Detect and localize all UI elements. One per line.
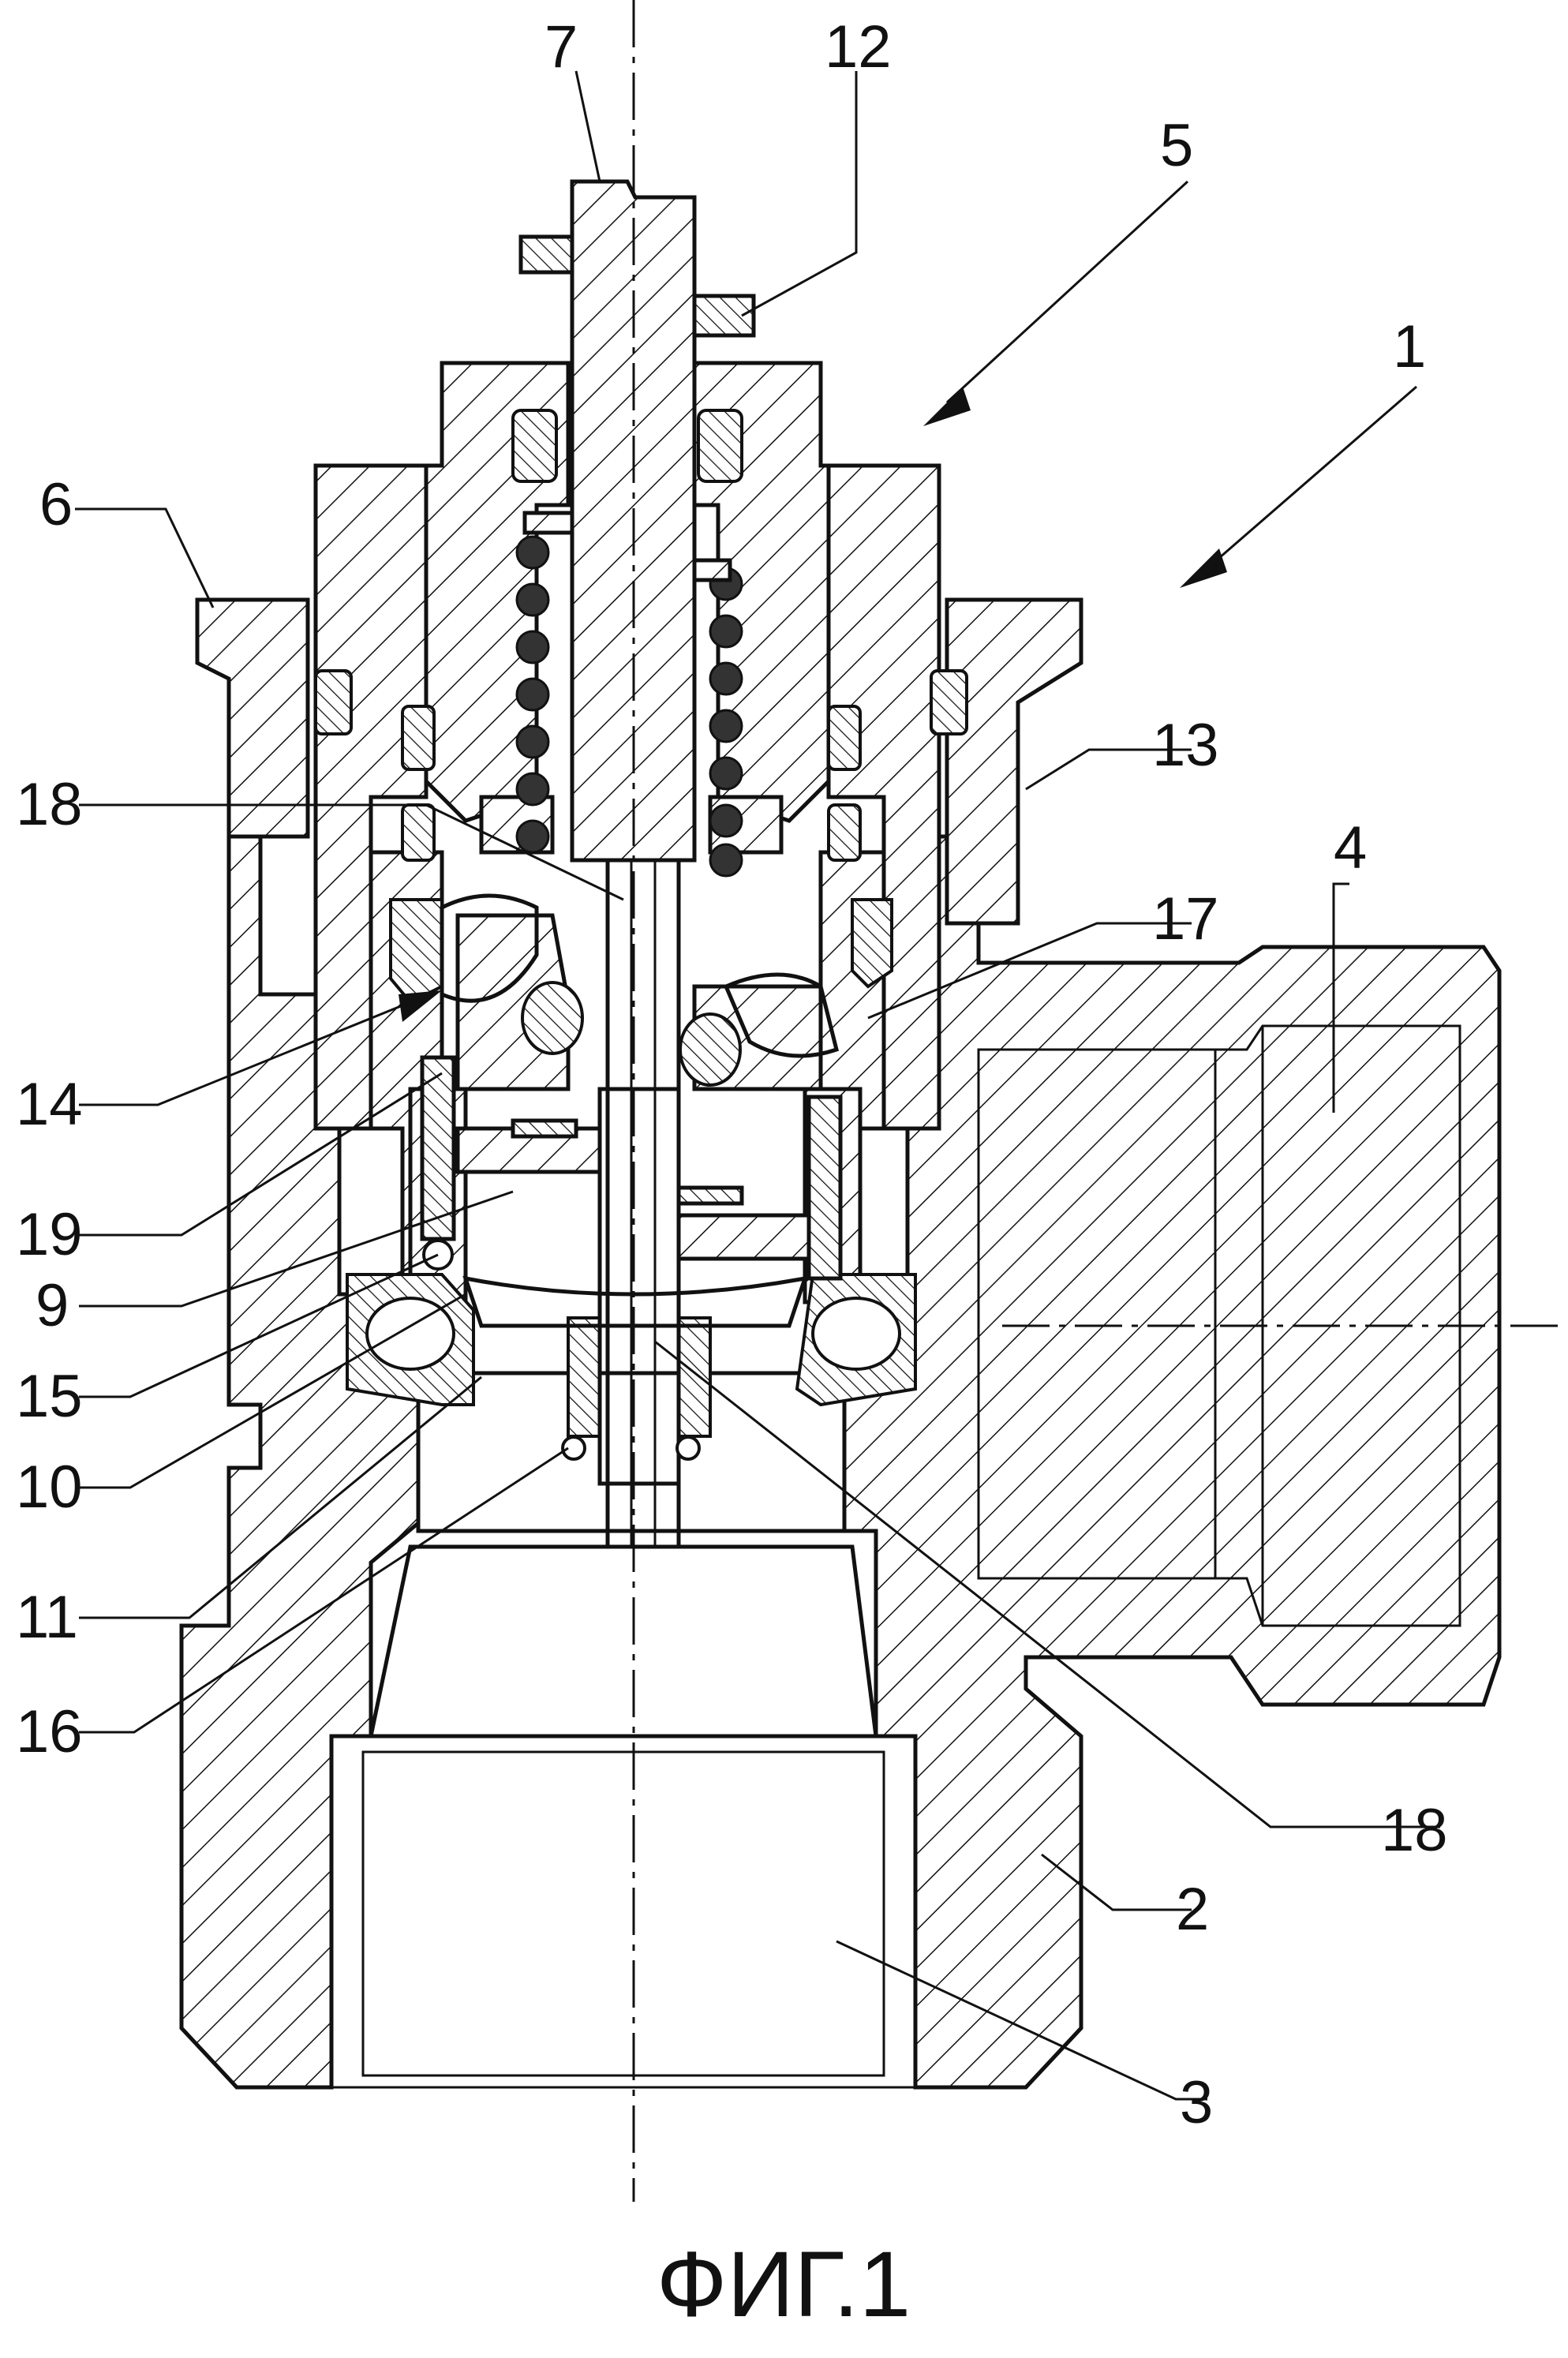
compression-spring [515,511,743,878]
seal-body-left-3 [401,803,436,862]
callout-4: 4 [1334,814,1367,881]
callout-18-bottom: 18 [1381,1797,1448,1864]
callout-14: 14 [16,1071,83,1138]
callout-16: 16 [16,1698,83,1765]
leader-1-arrow [1180,548,1227,588]
callout-17: 17 [1152,885,1219,953]
leader-11 [79,1376,482,1619]
callout-11: 11 [16,1584,78,1651]
leader-6 [75,507,215,608]
leader-18-top [79,803,624,901]
spindle [420,179,843,1549]
callout-12: 12 [825,13,892,80]
callout-6: 6 [39,471,73,538]
callout-2: 2 [1176,1876,1209,1943]
ball-16-right [675,1435,701,1461]
leader-14-arrow [399,990,442,1022]
seal-stem-left [511,409,558,483]
body-left-flange [195,597,310,839]
bottom-stem-seal-right [677,1316,712,1438]
seal-body-left-2 [401,705,436,771]
leader-2 [1041,1853,1192,1911]
leader-19 [79,1072,443,1237]
body-right-flange [945,597,1083,926]
callout-13: 13 [1152,712,1219,779]
seal-body-right-2 [827,705,862,771]
callout-labels: 1 5 7 12 6 13 4 18 17 14 19 9 15 10 11 1… [16,13,1448,2136]
leader-9 [79,1190,514,1308]
stop-washer-right [676,1185,744,1206]
guide-pin-19-left [420,1055,456,1241]
leader-13 [1025,748,1192,791]
cup-membrane-left [440,893,539,1003]
inlet-port-3-thread [361,1750,885,2077]
o-ring-stem-left [521,981,584,1055]
leader-4 [1332,882,1349,1113]
spring-seat-upper-left [522,511,574,535]
cup-membrane-right [723,972,839,1058]
clip-12-right [692,294,756,338]
leader-15 [79,1253,439,1398]
seal-body-right-3 [827,803,862,862]
leader-lines [75,70,1440,2101]
outlet-port-4-bore [977,1024,1461,1627]
seal-body-left-1 [314,669,353,735]
inner-rod-18 [605,858,681,1549]
callout-15: 15 [16,1363,83,1430]
leader-17 [867,922,1192,1020]
leader-5 [945,180,1189,404]
inlet-transition [368,1544,878,1739]
disc-plate-right [676,1213,823,1261]
leader-18-bottom [654,1340,1440,1828]
callout-9: 9 [36,1272,69,1339]
callout-5: 5 [1160,112,1193,179]
callout-7: 7 [544,13,578,80]
guide-pin-19-right [806,1095,843,1281]
stem-sleeve-lower [597,1087,681,1486]
o-ring-stem-right [679,1012,742,1087]
clip-12-left [518,234,574,275]
callout-19: 19 [16,1201,83,1268]
seals [314,409,968,1438]
leader-16 [79,1447,569,1734]
callout-1: 1 [1393,313,1426,380]
bottom-stem-seal-left [567,1316,601,1438]
callout-18-top: 18 [16,771,83,838]
inlet-port-3-bore [330,1735,917,2089]
valve-cone [462,1275,808,1328]
callout-10: 10 [16,1454,83,1521]
leader-1 [1207,385,1417,570]
callout-3: 3 [1180,2069,1213,2136]
leader-14 [79,1001,411,1106]
valve-body [179,597,1502,2090]
leader-12 [741,71,858,317]
leader-5-arrow [923,387,971,426]
figure-caption: ФИГ.1 [657,2233,911,2337]
seal-body-right-1 [930,669,968,735]
leader-10 [79,1293,466,1489]
diaphragm-seal-14 [389,898,443,1005]
disc-seal-right-ring [811,1297,901,1371]
diaphragm-seal-17 [851,898,893,989]
seal-stem-right [697,409,743,483]
leader-3 [836,1940,1207,2101]
stop-washer-left [511,1118,578,1139]
disc-seal-left-ring [365,1297,455,1371]
leader-7 [574,70,601,182]
ball-16-left [561,1435,586,1461]
